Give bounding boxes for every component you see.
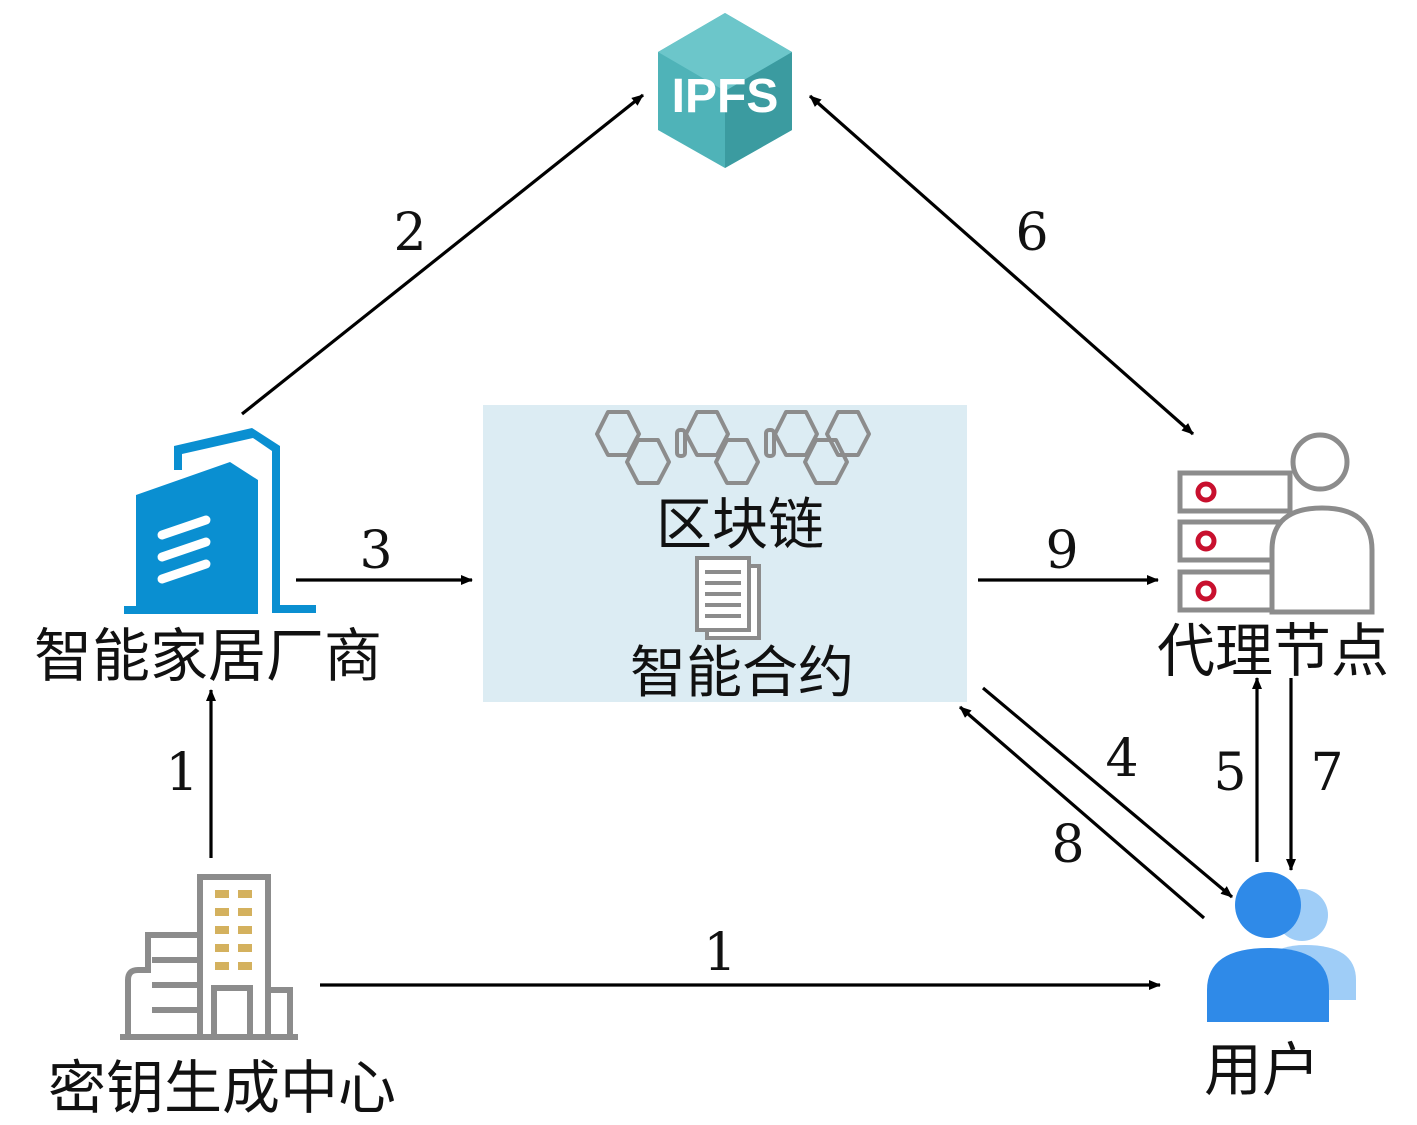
edge-proxy-ipfs [808, 94, 1195, 436]
ipfs-logo-icon: IPFS [658, 13, 792, 168]
edge-label-5: 5 [1213, 743, 1246, 803]
edge-label-1b: 1 [703, 923, 736, 983]
edge-blockchain-user [981, 686, 1234, 899]
smart-contract-label: 智能合约 [630, 641, 854, 706]
edge-label-7: 7 [1310, 743, 1343, 803]
proxy-label: 代理节点 [1157, 617, 1389, 685]
edge-label-2: 2 [393, 203, 426, 263]
ipfs-node: IPFS [658, 13, 792, 168]
edge-label-8: 8 [1051, 815, 1084, 875]
ipfs-logo-text: IPFS [672, 70, 779, 123]
kgc-label: 密钥生成中心 [48, 1054, 396, 1122]
edge-label-4: 4 [1105, 729, 1138, 789]
blockchain-box [483, 405, 967, 702]
edge-label-1a: 1 [165, 743, 198, 803]
manufacturer-node: 智能家居厂商 [34, 428, 382, 690]
server-led-icons [1195, 481, 1217, 602]
edge-label-3: 3 [359, 521, 392, 581]
city-building-icon [120, 874, 298, 1040]
blockchain-node: 区块链 智能合约 [483, 405, 967, 706]
edges: 1 1 2 3 4 5 6 7 8 9 [165, 93, 1344, 990]
blockchain-label: 区块链 [656, 493, 824, 558]
document-icon [695, 556, 761, 640]
manufacturer-label: 智能家居厂商 [34, 622, 382, 690]
edge-label-6: 6 [1015, 203, 1048, 263]
building-windows-icon [215, 890, 252, 970]
office-building-icon [124, 428, 316, 614]
edge-user-blockchain [958, 705, 1206, 920]
kgc-node: 密钥生成中心 [48, 874, 396, 1122]
user-group-icon [1207, 872, 1356, 1022]
edge-label-9: 9 [1045, 521, 1078, 581]
user-node: 用户 [1204, 872, 1356, 1104]
proxy-node: 代理节点 [1157, 432, 1389, 685]
edge-manufacturer-ipfs [241, 93, 644, 416]
server-user-icon [1177, 432, 1375, 615]
user-label: 用户 [1204, 1036, 1320, 1104]
